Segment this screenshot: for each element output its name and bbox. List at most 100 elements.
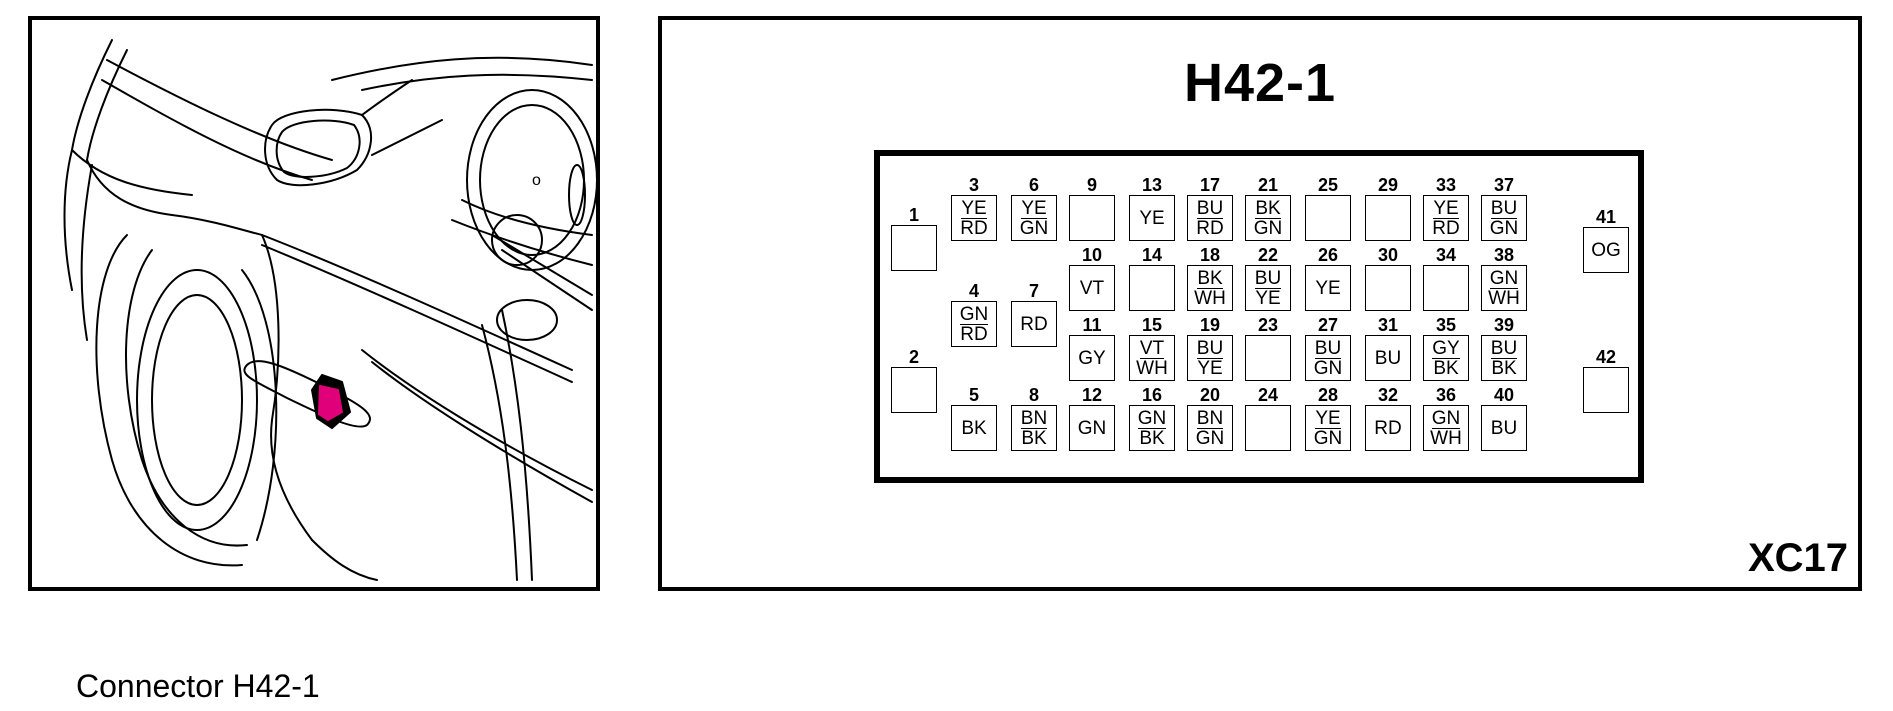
pin-number: 20 xyxy=(1199,385,1221,405)
pin-cavity xyxy=(1423,265,1469,311)
wire-color-code: BK xyxy=(1197,267,1223,289)
pin-cavity xyxy=(1129,265,1175,311)
pin-2: 2 xyxy=(890,348,938,413)
pin-number: 6 xyxy=(1028,175,1039,195)
pin-number: 10 xyxy=(1081,245,1103,265)
pin-number: 29 xyxy=(1377,175,1399,195)
pin-number: 17 xyxy=(1199,175,1221,195)
pin-number: 39 xyxy=(1493,315,1515,335)
wire-color-code: BK xyxy=(1255,197,1281,219)
pin-number: 14 xyxy=(1141,245,1163,265)
pin-number: 9 xyxy=(1086,175,1097,195)
pin-cavity: YE xyxy=(1129,195,1175,241)
wire-color-code: RD xyxy=(960,217,988,239)
wire-color-code: GN xyxy=(1253,217,1283,239)
wire-color-code: GN xyxy=(1313,427,1343,449)
wire-color-code: BU xyxy=(1490,197,1518,219)
connector-code: XC17 xyxy=(1747,536,1848,580)
pin-number: 24 xyxy=(1257,385,1279,405)
connector-title: H42-1 xyxy=(1183,53,1337,113)
wire-color-code: BN xyxy=(1196,407,1224,429)
wire-color-code: WH xyxy=(1194,287,1226,309)
pin-30: 30 xyxy=(1364,246,1412,311)
pin-cavity xyxy=(891,367,937,413)
pin-number: 27 xyxy=(1317,315,1339,335)
pin-34: 34 xyxy=(1422,246,1470,311)
wire-color-code: YE xyxy=(1021,197,1047,219)
pin-cavity xyxy=(1305,195,1351,241)
wire-color-code: RD xyxy=(1020,313,1048,335)
wire-color-code: YE xyxy=(1315,407,1341,429)
vehicle-location-panel: o xyxy=(28,16,600,591)
pin-cavity: OG xyxy=(1583,227,1629,273)
pin-number: 30 xyxy=(1377,245,1399,265)
pin-number: 23 xyxy=(1257,315,1279,335)
pin-number: 31 xyxy=(1377,315,1399,335)
pin-number: 35 xyxy=(1435,315,1457,335)
connector-location-highlight xyxy=(318,385,343,421)
wire-color-code: RD xyxy=(1432,217,1460,239)
pin-number: 16 xyxy=(1141,385,1163,405)
pin-23: 23 xyxy=(1244,316,1292,381)
wire-color-code: BU xyxy=(1196,337,1224,359)
wire-color-code: GN xyxy=(1019,217,1049,239)
wire-color-code: BK xyxy=(1021,427,1047,449)
pin-cavity: VT xyxy=(1069,265,1115,311)
wire-color-code: BK xyxy=(1433,357,1459,379)
pin-number: 34 xyxy=(1435,245,1457,265)
wire-color-code: GN xyxy=(959,303,989,325)
wire-color-code: RD xyxy=(960,323,988,345)
pin-cavity: GY xyxy=(1069,335,1115,381)
pin-number: 32 xyxy=(1377,385,1399,405)
pin-cavity: YE xyxy=(1305,265,1351,311)
wire-color-code: OG xyxy=(1591,239,1621,261)
pin-cavity xyxy=(1365,195,1411,241)
pin-number: 19 xyxy=(1199,315,1221,335)
pin-number: 33 xyxy=(1435,175,1457,195)
pin-cavity xyxy=(1245,335,1291,381)
pin-cavity: BK xyxy=(951,405,997,451)
pin-number: 15 xyxy=(1141,315,1163,335)
wire-color-code: GN xyxy=(1489,217,1519,239)
pin-number: 2 xyxy=(908,347,919,367)
wire-color-code: VT xyxy=(1079,277,1105,299)
pin-number: 25 xyxy=(1317,175,1339,195)
wire-color-code: RD xyxy=(1374,417,1402,439)
pin-number: 1 xyxy=(908,205,919,225)
wire-color-code: GY xyxy=(1078,347,1106,369)
wire-color-code: YE xyxy=(1197,357,1223,379)
pin-cavity xyxy=(1583,367,1629,413)
wire-color-code: YE xyxy=(1255,287,1281,309)
svg-text:o: o xyxy=(532,172,541,189)
pin-cavity xyxy=(1069,195,1115,241)
